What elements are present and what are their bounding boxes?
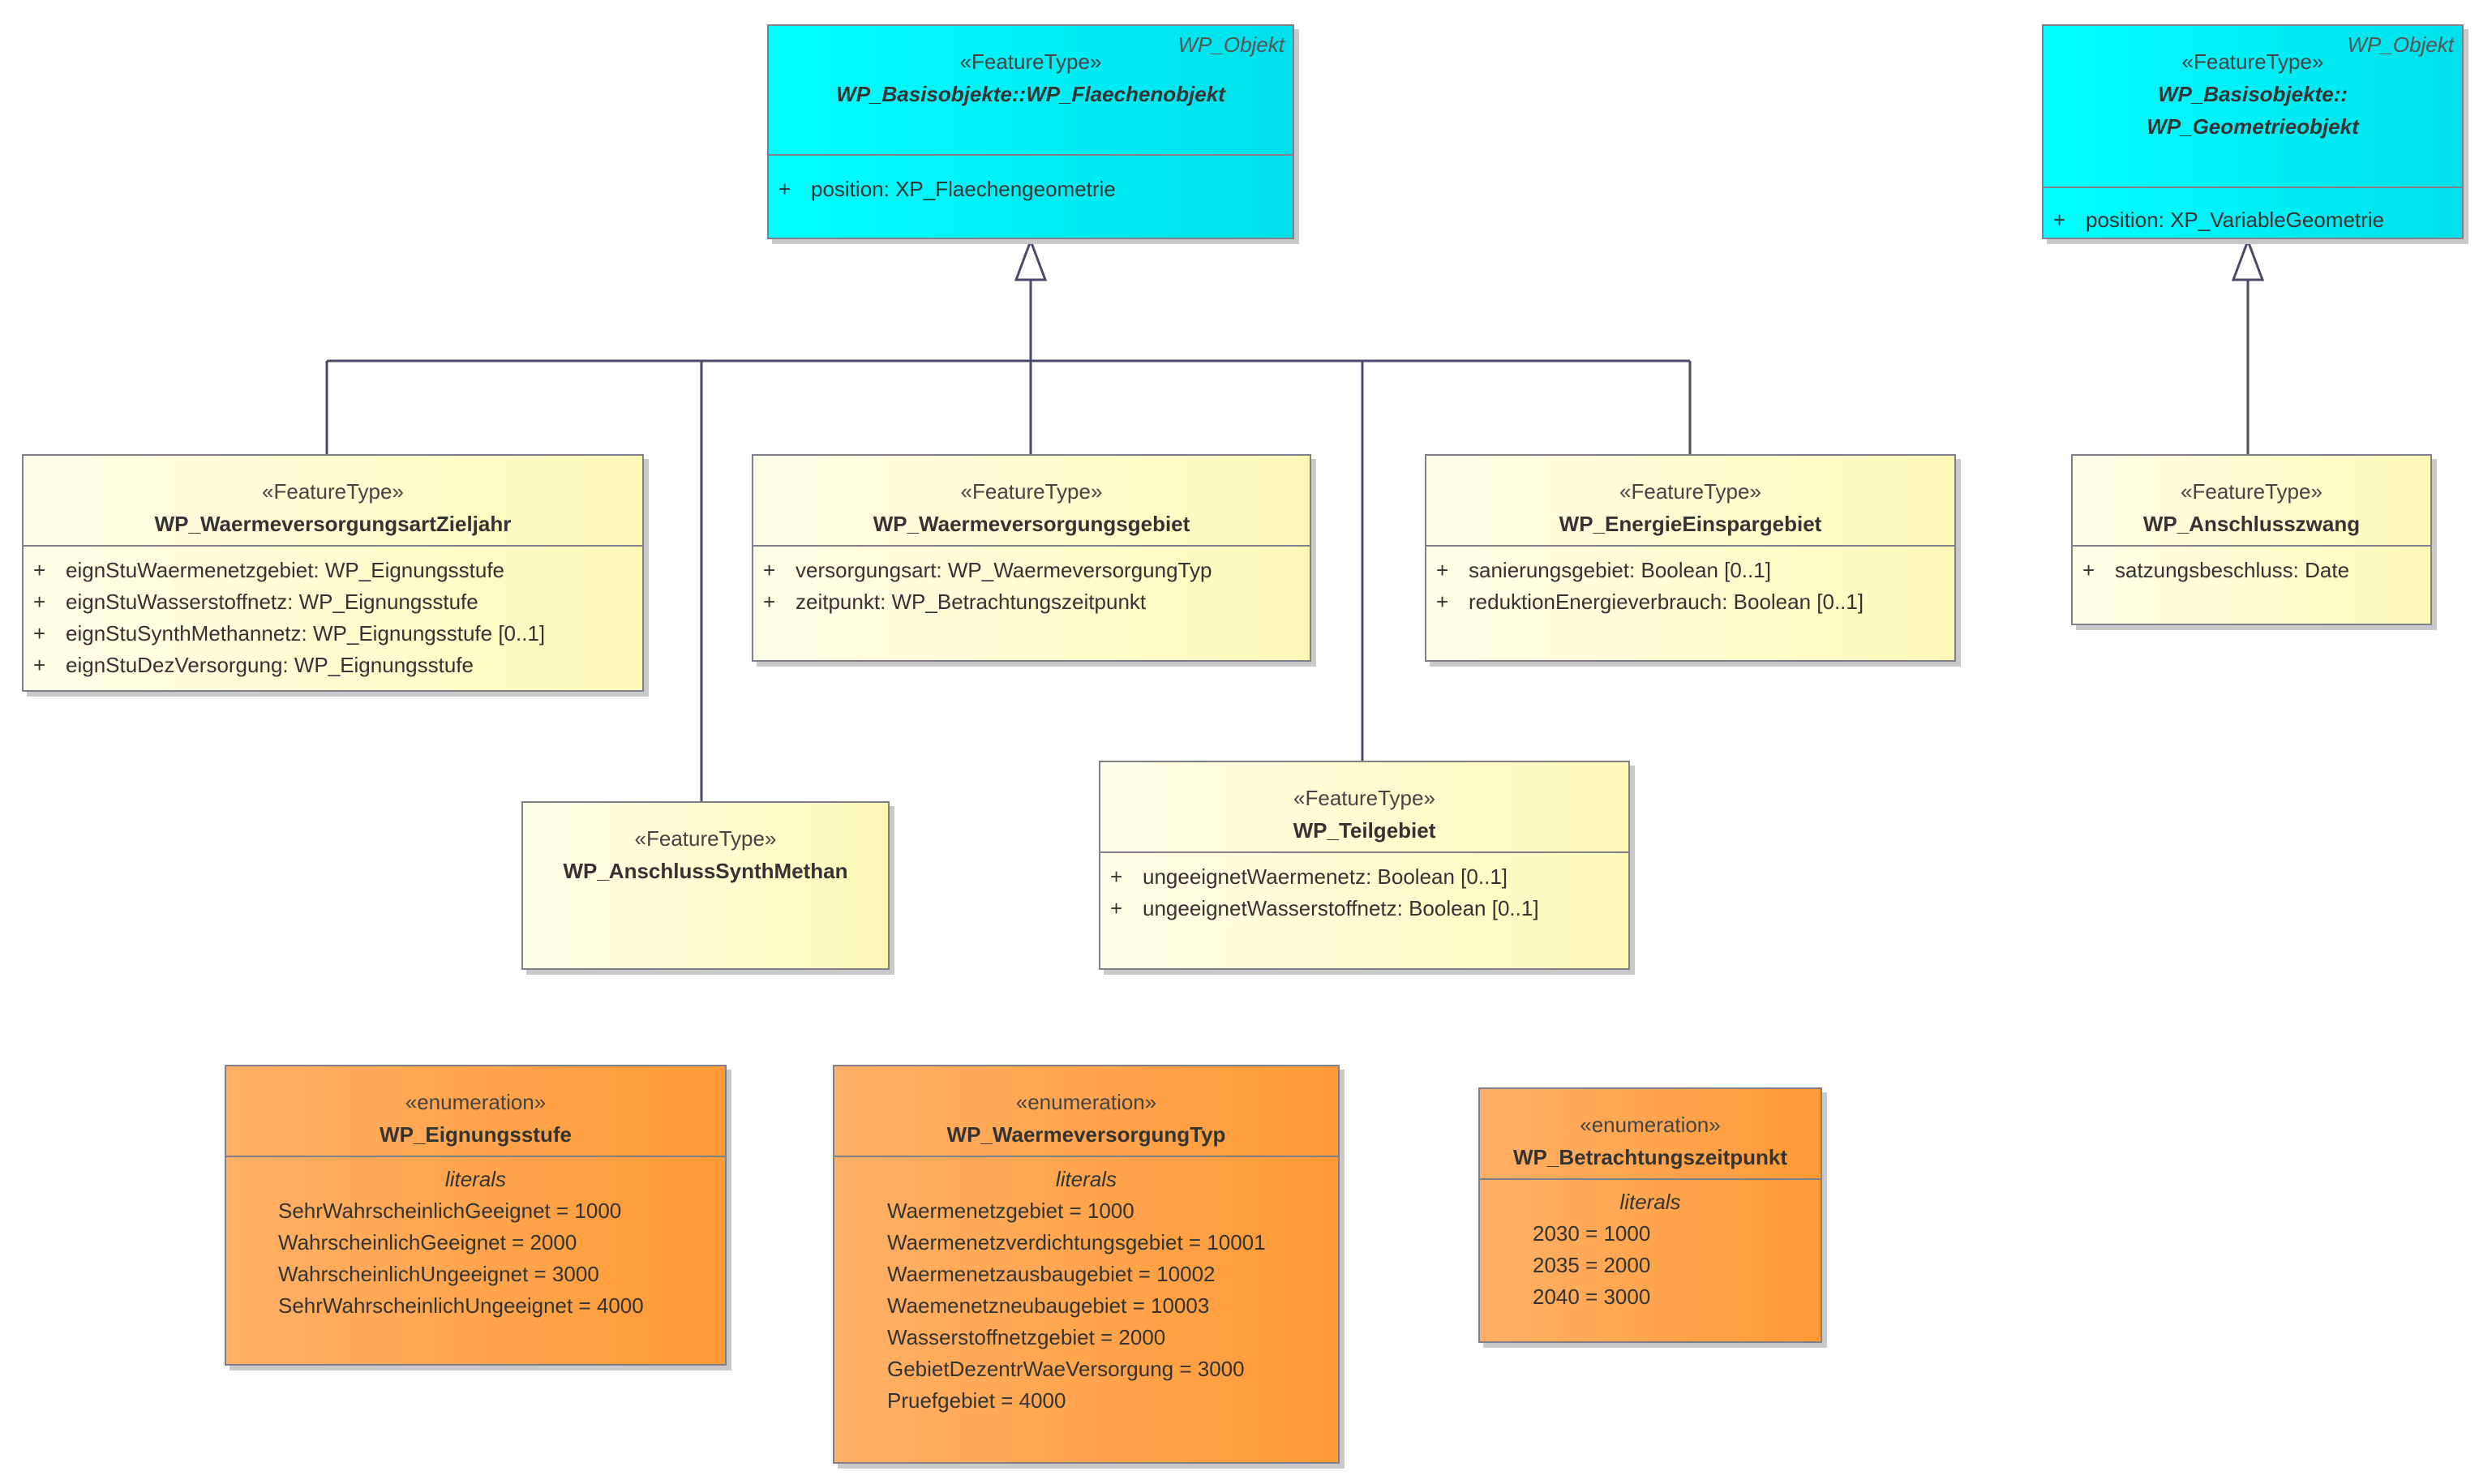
literals-header: literals	[1055, 1167, 1117, 1191]
literal-row: Waermenetzausbaugebiet = 10002	[887, 1262, 1216, 1286]
literal-list: literals SehrWahrscheinlichGeeignet = 10…	[226, 1164, 725, 1322]
attribute-row: + position: XP_Flaechengeometrie	[778, 177, 1116, 201]
enum-name: WP_Betrachtungszeitpunkt	[1512, 1145, 1788, 1169]
compartment-divider	[2044, 187, 2462, 188]
compartment-divider	[1426, 545, 1954, 547]
attribute-row: +versorgungsart: WP_WaermeversorgungTyp	[763, 558, 1212, 582]
attribute-list: +eignStuWaermenetzgebiet: WP_Eignungsstu…	[24, 555, 642, 681]
stereotype-label: «enumeration»	[405, 1090, 547, 1114]
compartment-divider	[1100, 851, 1628, 853]
enum-eignungsstufe[interactable]: «enumeration» WP_Eignungsstufe literals …	[225, 1065, 727, 1366]
attribute-list: +versorgungsart: WP_WaermeversorgungTyp …	[753, 555, 1310, 618]
stereotype-label: «FeatureType»	[1619, 479, 1761, 504]
literals-header: literals	[1619, 1190, 1681, 1214]
literal-row: WahrscheinlichGeeignet = 2000	[278, 1230, 577, 1255]
class-name-line1: WP_Basisobjekte::	[2157, 82, 2348, 106]
class-versorgungsgebiet[interactable]: «FeatureType» WP_Waermeversorgungsgebiet…	[752, 454, 1311, 662]
class-zieljahr[interactable]: «FeatureType» WP_WaermeversorgungsartZie…	[22, 454, 644, 692]
compartment-divider	[753, 545, 1310, 547]
class-name: WP_AnschlussSynthMethan	[563, 859, 848, 883]
attribute-list: +satzungsbeschluss: Date	[2073, 555, 2430, 586]
stereotype-label: «FeatureType»	[2181, 49, 2324, 74]
literal-row: Wasserstoffnetzgebiet = 2000	[887, 1325, 1166, 1349]
compartment-divider	[24, 545, 642, 547]
literal-list: literals Waermenetzgebiet = 1000 Waermen…	[834, 1164, 1338, 1417]
class-tag: WP_Objekt	[2347, 32, 2455, 57]
enum-versorgungtyp[interactable]: «enumeration» WP_WaermeversorgungTyp lit…	[833, 1065, 1340, 1464]
literal-row: SehrWahrscheinlichUngeeignet = 4000	[278, 1293, 644, 1318]
generalization-arrow-geometrieobjekt	[2231, 237, 2265, 281]
attribute-row: +ungeeignetWasserstoffnetz: Boolean [0..…	[1110, 896, 1539, 920]
literal-row: 2035 = 2000	[1533, 1253, 1651, 1277]
attribute-row: +eignStuDezVersorgung: WP_Eignungsstufe	[33, 653, 474, 677]
stereotype-label: «enumeration»	[1580, 1113, 1721, 1137]
stereotype-label: «FeatureType»	[262, 479, 404, 504]
stereotype-label: «FeatureType»	[634, 826, 777, 851]
compartment-divider	[226, 1156, 725, 1157]
literal-row: WahrscheinlichUngeeignet = 3000	[278, 1262, 599, 1286]
class-name: WP_Waermeversorgungsgebiet	[873, 512, 1190, 536]
literal-row: SehrWahrscheinlichGeeignet = 1000	[278, 1199, 622, 1223]
attribute-list: + position: XP_Flaechengeometrie	[769, 174, 1293, 205]
attribute-row: + position: XP_VariableGeometrie	[2053, 208, 2385, 232]
class-flaechenobjekt[interactable]: WP_Objekt «FeatureType» WP_Basisobjekte:…	[767, 24, 1294, 239]
attribute-list: +sanierungsgebiet: Boolean [0..1] +reduk…	[1426, 555, 1954, 618]
literal-row: 2040 = 3000	[1533, 1285, 1651, 1309]
literal-row: 2030 = 1000	[1533, 1221, 1651, 1246]
compartment-divider	[1480, 1178, 1821, 1180]
enum-zeitpunkt[interactable]: «enumeration» WP_Betrachtungszeitpunkt l…	[1478, 1087, 1822, 1343]
enum-name: WP_Eignungsstufe	[380, 1122, 572, 1147]
attribute-row: +reduktionEnergieverbrauch: Boolean [0..…	[1436, 590, 1864, 614]
literal-row: Waermenetzverdichtungsgebiet = 10001	[887, 1230, 1266, 1255]
class-geometrieobjekt[interactable]: WP_Objekt «FeatureType» WP_Basisobjekte:…	[2042, 24, 2464, 239]
class-name: WP_Anschlusszwang	[2142, 512, 2361, 536]
class-anschlusszwang[interactable]: «FeatureType» WP_Anschlusszwang +satzung…	[2071, 454, 2432, 625]
attribute-row: +satzungsbeschluss: Date	[2082, 558, 2350, 582]
attribute-row: +eignStuWaermenetzgebiet: WP_Eignungsstu…	[33, 558, 505, 582]
literal-row: GebietDezentrWaeVersorgung = 3000	[887, 1357, 1245, 1381]
class-energieeinspargebiet[interactable]: «FeatureType» WP_EnergieEinspargebiet +s…	[1425, 454, 1956, 662]
attribute-row: +ungeeignetWaermenetz: Boolean [0..1]	[1110, 864, 1508, 889]
class-synthmethan[interactable]: «FeatureType» WP_AnschlussSynthMethan	[521, 801, 890, 970]
enum-name: WP_WaermeversorgungTyp	[946, 1122, 1226, 1147]
attribute-list: +ungeeignetWaermenetz: Boolean [0..1] +u…	[1100, 861, 1628, 924]
attribute-list: + position: XP_VariableGeometrie	[2044, 204, 2462, 236]
class-tag: WP_Objekt	[1177, 32, 1285, 57]
literal-list: literals 2030 = 1000 2035 = 2000 2040 = …	[1480, 1186, 1821, 1313]
literal-row: Pruefgebiet = 4000	[887, 1388, 1066, 1413]
stereotype-label: «FeatureType»	[2181, 479, 2322, 504]
attribute-row: +eignStuSynthMethannetz: WP_Eignungsstuf…	[33, 621, 546, 645]
class-name-line2: WP_Geometrieobjekt	[2147, 114, 2359, 139]
attribute-row: +eignStuWasserstoffnetz: WP_Eignungsstuf…	[33, 590, 478, 614]
compartment-divider	[2073, 545, 2430, 547]
compartment-divider	[769, 154, 1293, 156]
class-name: WP_WaermeversorgungsartZieljahr	[154, 512, 512, 536]
literals-header: literals	[444, 1167, 507, 1191]
stereotype-label: «FeatureType»	[959, 49, 1102, 74]
class-name: WP_Teilgebiet	[1293, 818, 1436, 843]
class-name: WP_EnergieEinspargebiet	[1559, 512, 1822, 536]
stereotype-label: «FeatureType»	[1293, 786, 1435, 810]
stereotype-label: «enumeration»	[1015, 1090, 1157, 1114]
attribute-row: +sanierungsgebiet: Boolean [0..1]	[1436, 558, 1771, 582]
generalization-arrow-flaechenobjekt	[1014, 237, 1048, 281]
class-teilgebiet[interactable]: «FeatureType» WP_Teilgebiet +ungeeignetW…	[1099, 761, 1630, 970]
compartment-divider	[834, 1156, 1338, 1157]
class-name: WP_Basisobjekte::WP_Flaechenobjekt	[836, 82, 1225, 106]
stereotype-label: «FeatureType»	[960, 479, 1103, 504]
literal-row: Waermenetzgebiet = 1000	[887, 1199, 1134, 1223]
attribute-row: +zeitpunkt: WP_Betrachtungszeitpunkt	[763, 590, 1147, 614]
literal-row: Waemenetzneubaugebiet = 10003	[887, 1293, 1210, 1318]
